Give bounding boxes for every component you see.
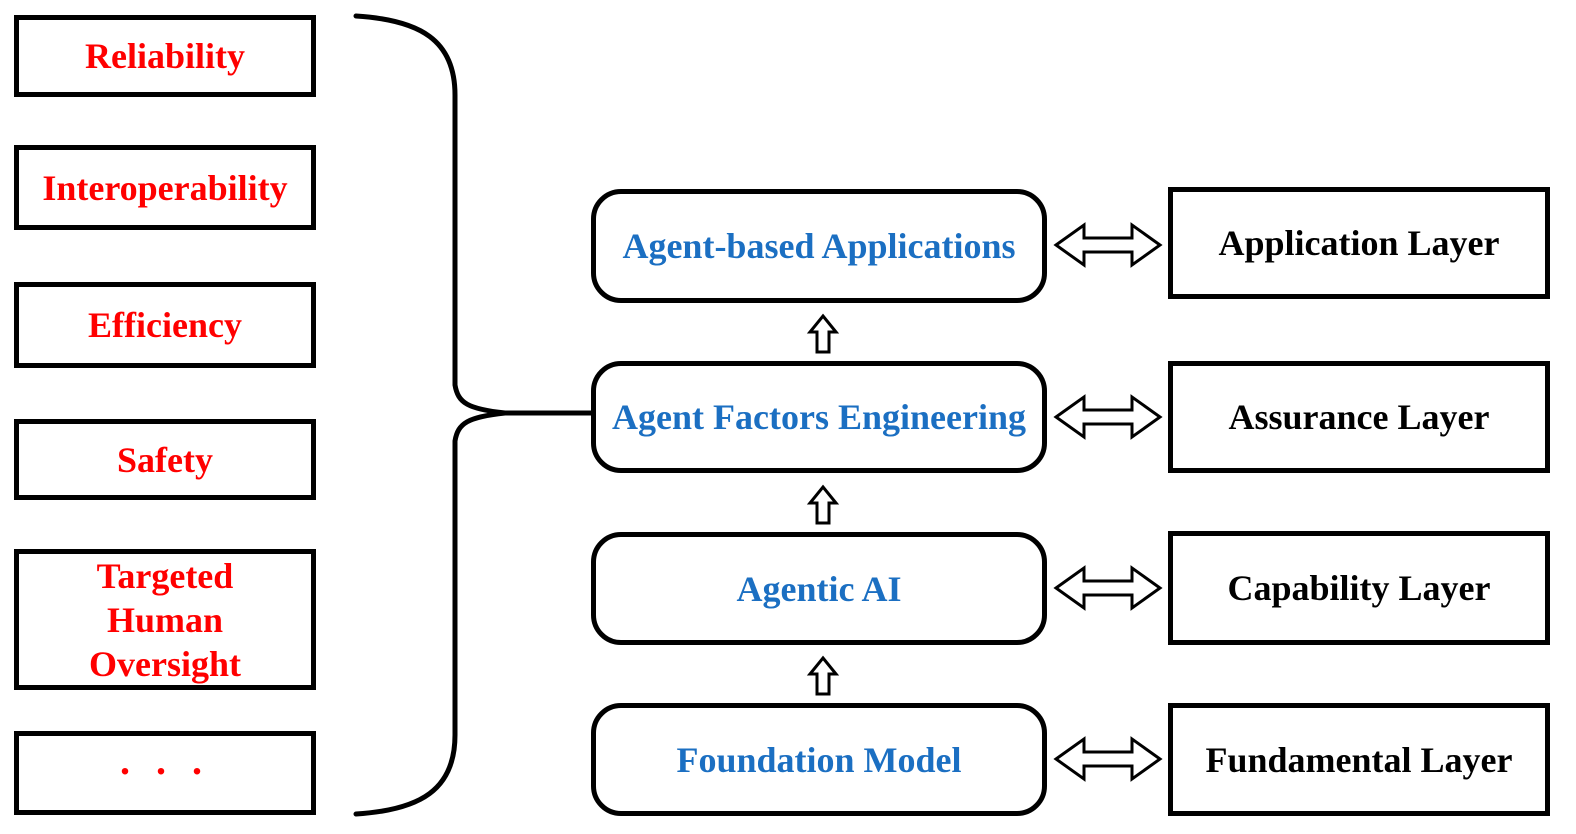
factor-interoperability: Interoperability	[14, 145, 316, 230]
layer-capability: Capability Layer	[1168, 531, 1550, 645]
factor-targeted-human-oversight-label: Targeted Human Oversight	[89, 555, 241, 684]
factor-efficiency-label: Efficiency	[88, 305, 242, 345]
factor-reliability-label: Reliability	[85, 36, 245, 76]
node-foundation-model: Foundation Model	[591, 703, 1047, 816]
factor-safety-label: Safety	[117, 439, 213, 480]
layer-application: Application Layer	[1168, 187, 1550, 299]
layer-assurance-label: Assurance Layer	[1228, 397, 1490, 437]
node-foundation-model-label: Foundation Model	[676, 739, 962, 780]
factor-efficiency: Efficiency	[14, 282, 316, 368]
up-arrow-icon	[806, 484, 840, 525]
layer-application-label: Application Layer	[1218, 223, 1500, 263]
node-agent-factors-engineering: Agent Factors Engineering	[591, 361, 1047, 473]
node-agent-factors-engineering-label: Agent Factors Engineering	[612, 397, 1026, 437]
node-agent-based-applications: Agent-based Applications	[591, 189, 1047, 303]
factor-ellipsis-label: . . .	[120, 738, 210, 783]
curly-brace-icon	[353, 13, 506, 817]
double-arrow-icon	[1053, 394, 1163, 440]
up-arrow-icon	[806, 313, 840, 354]
factor-reliability: Reliability	[14, 15, 316, 97]
layer-fundamental: Fundamental Layer	[1168, 703, 1550, 816]
factor-ellipsis: . . .	[14, 731, 316, 815]
layer-fundamental-label: Fundamental Layer	[1205, 739, 1513, 780]
layer-assurance: Assurance Layer	[1168, 361, 1550, 473]
double-arrow-icon	[1053, 222, 1163, 268]
double-arrow-icon	[1053, 736, 1163, 782]
node-agent-based-applications-label: Agent-based Applications	[622, 226, 1016, 266]
node-agentic-ai-label: Agentic AI	[736, 568, 902, 609]
layer-capability-label: Capability Layer	[1227, 568, 1491, 608]
up-arrow-icon	[806, 655, 840, 696]
factor-safety: Safety	[14, 419, 316, 500]
factor-targeted-human-oversight: Targeted Human Oversight	[14, 549, 316, 690]
double-arrow-icon	[1053, 565, 1163, 611]
node-agentic-ai: Agentic AI	[591, 532, 1047, 645]
factor-interoperability-label: Interoperability	[42, 167, 288, 208]
